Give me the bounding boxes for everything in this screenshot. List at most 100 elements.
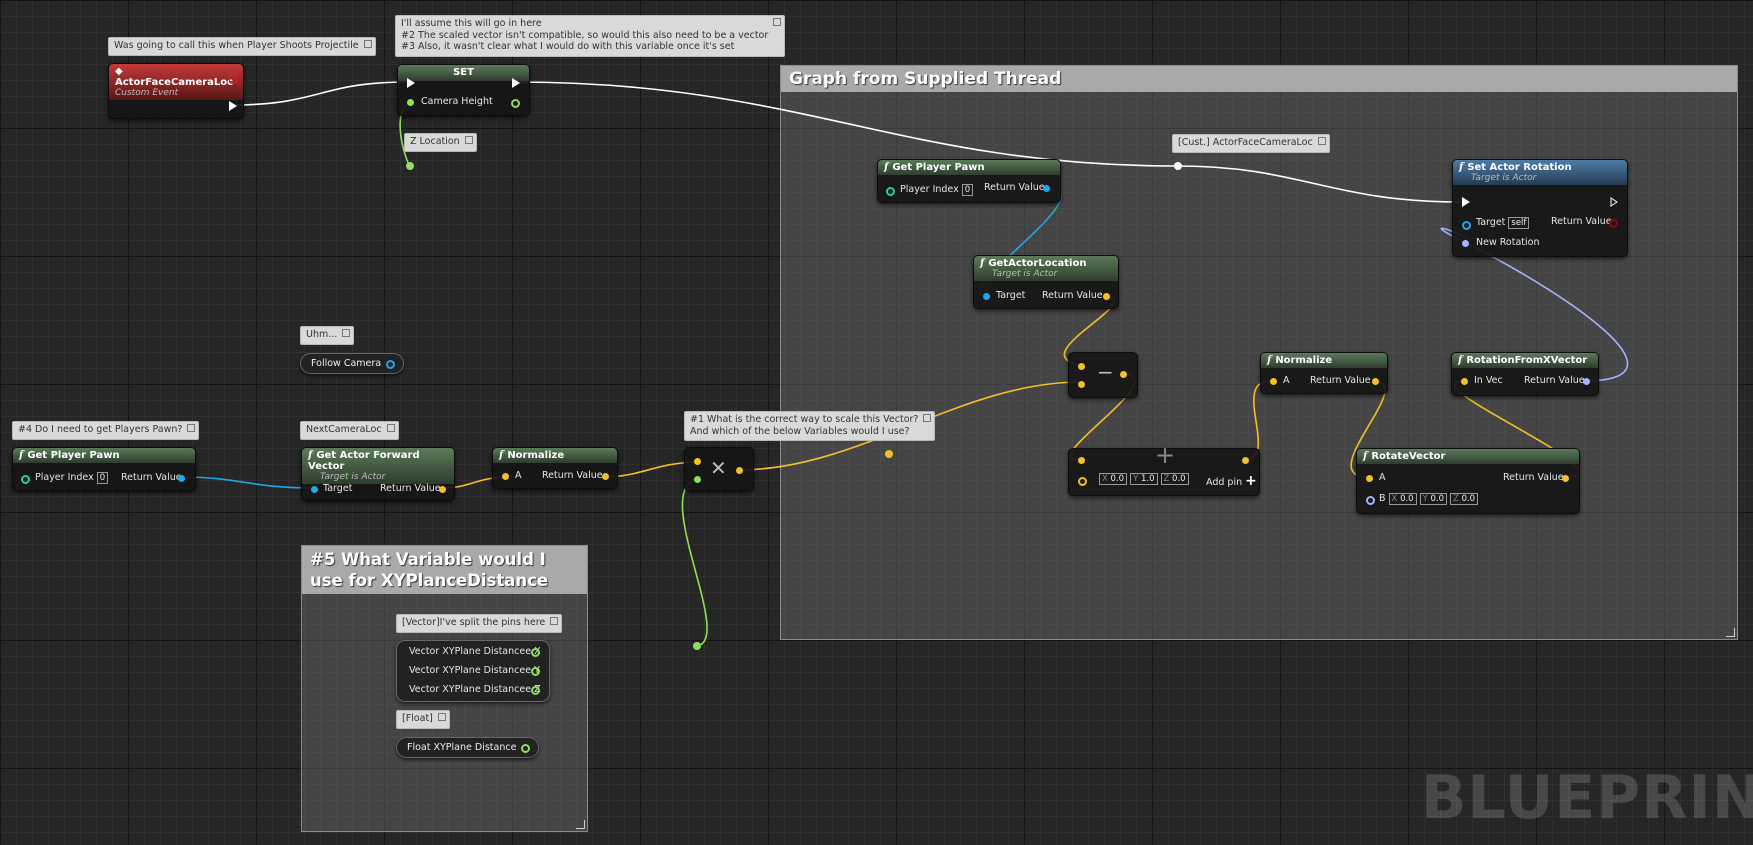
rotator-in-pin[interactable] [1366,496,1375,505]
vector-in-pin[interactable] [1078,477,1087,486]
multiply-node[interactable]: ✕ [684,447,754,491]
vector-in-pin[interactable] [694,458,701,465]
comment-bubble[interactable]: Uhm... [300,326,355,345]
pin-icon[interactable] [1317,137,1326,145]
z-component-input[interactable]: Z 0.0 [1160,473,1189,485]
follow-camera-variable[interactable]: Follow Camera [300,353,405,374]
exec-in-pin[interactable] [407,78,415,88]
reroute-node[interactable] [885,450,893,458]
vector-out-pin[interactable] [1120,371,1127,378]
float-out-pin[interactable] [511,99,520,108]
vector-in-pin[interactable] [1078,457,1085,464]
x-component-input[interactable]: X 0.0 [1099,473,1128,485]
pin-icon[interactable] [342,329,351,337]
subtract-node[interactable]: − [1068,352,1138,398]
y-component-input[interactable]: Y 1.0 [1130,473,1158,485]
vector-in-pin[interactable] [1270,378,1277,385]
player-index-input[interactable]: 0 [961,184,974,196]
vector-out-pin[interactable] [1372,378,1379,385]
exec-out-pin[interactable] [512,78,520,88]
vector-out-pin[interactable] [736,467,743,474]
node-title: Get Player Pawn [27,450,120,461]
float-xyplane-distance-variable[interactable]: Float XYPlane Distance [396,737,540,758]
rotator-in-pin[interactable] [1462,240,1469,247]
object-out-pin[interactable] [386,360,396,369]
pin-label: Target [323,483,353,494]
delegate-pin[interactable] [229,75,237,83]
resize-handle[interactable] [576,820,585,829]
pin-icon[interactable] [437,713,446,721]
comment-bubble[interactable]: I'll assume this will go in here #2 The … [395,15,786,57]
float-out-pin[interactable] [531,648,540,657]
vector-in-pin[interactable] [502,473,509,480]
int-in-pin[interactable] [886,187,895,196]
vector-out-pin[interactable] [1562,475,1569,482]
comment-bubble[interactable]: [Cust.] ActorFaceCameraLoc [1172,134,1330,153]
vector-in-pin[interactable] [1078,363,1085,370]
float-in-pin[interactable] [407,99,414,106]
object-in-pin[interactable] [983,293,990,300]
exec-in-pin[interactable] [1462,197,1470,207]
y-component-input[interactable]: Y 0.0 [1419,493,1448,505]
pin-icon[interactable] [363,40,372,48]
float-out-pin[interactable] [531,667,540,676]
float-out-pin[interactable] [521,744,531,753]
vector-out-pin[interactable] [1242,457,1249,464]
set-node[interactable]: SET Camera Height [397,64,530,116]
vector-out-pin[interactable] [439,486,446,493]
vector-out-pin[interactable] [602,473,609,480]
pin-icon[interactable] [187,424,196,432]
plus-icon[interactable]: + [1245,473,1257,489]
object-out-pin[interactable] [1043,185,1050,192]
comment-bubble[interactable]: Z Location [404,133,477,152]
bool-out-pin[interactable] [1609,219,1618,228]
reroute-node[interactable] [693,642,701,650]
pin-icon[interactable] [386,424,395,432]
exec-out-pin[interactable] [1610,197,1618,207]
object-out-pin[interactable] [178,475,185,482]
exec-out-pin[interactable] [229,101,237,111]
reroute-node[interactable] [1174,162,1182,170]
z-component-input[interactable]: Z 0.0 [1450,493,1479,505]
comment-bubble[interactable]: #4 Do I need to get Players Pawn? [12,421,200,440]
object-in-pin[interactable] [311,486,318,493]
vector-in-pin[interactable] [1366,475,1373,482]
add-pin-button[interactable]: Add pin [1206,477,1243,488]
function-icon: f [499,450,504,461]
comment-bubble[interactable]: #1 What is the correct way to scale this… [684,411,936,441]
object-in-pin[interactable] [1462,221,1471,230]
vector-in-pin[interactable] [1078,381,1085,388]
vector-in-pin[interactable] [1461,378,1468,385]
int-in-pin[interactable] [21,475,30,484]
rotator-out-pin[interactable] [1583,378,1590,385]
pin-icon[interactable] [923,414,932,422]
float-out-pin[interactable] [531,686,540,695]
comment-bubble[interactable]: Was going to call this when Player Shoot… [108,37,376,56]
pin-icon[interactable] [550,617,559,625]
pin-icon[interactable] [773,18,782,26]
player-index-input[interactable]: 0 [96,472,109,484]
x-component-input[interactable]: X 0.0 [1388,493,1417,505]
comment-bubble[interactable]: NextCameraLoc [300,421,399,440]
vector-out-pin[interactable] [1103,293,1110,300]
float-in-pin[interactable] [694,476,701,483]
vector-split-variable[interactable]: Vector XYPlane Distancee X Vector XYPlan… [396,640,550,702]
pin-icon[interactable] [464,136,473,144]
comment-bubble[interactable]: [Float] [396,710,450,729]
reroute-node[interactable] [406,162,414,170]
resize-handle[interactable] [1726,628,1735,637]
target-self-input[interactable]: self [1508,217,1530,229]
comment-bubble[interactable]: [Vector]I've split the pins here [396,614,563,633]
